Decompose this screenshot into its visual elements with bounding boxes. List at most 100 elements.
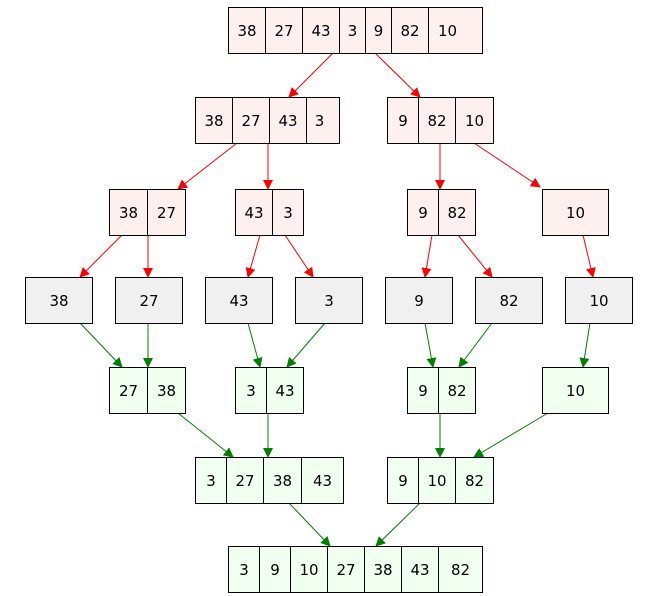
array-node-l4: 3 <box>295 277 363 324</box>
array-cell-value: 82 <box>465 472 484 490</box>
array-node-box <box>407 189 476 236</box>
array-cell-value: 27 <box>139 292 158 310</box>
array-cell-value: 27 <box>235 472 254 490</box>
array-cell-value: 10 <box>566 382 585 400</box>
array-node-s1a: 38 27 43 3 <box>195 97 340 144</box>
array-cell-value: 10 <box>438 22 457 40</box>
array-node-box <box>228 546 483 593</box>
array-cell-value: 27 <box>157 204 176 222</box>
array-cell-value: 43 <box>278 112 297 130</box>
array-cell-value: 3 <box>283 204 293 222</box>
array-cell-value: 82 <box>499 292 518 310</box>
array-node-box <box>475 277 543 324</box>
split-arrow-root-to-s1a <box>288 52 334 98</box>
array-cell-value: 9 <box>374 22 384 40</box>
array-node-box <box>385 277 453 324</box>
array-cell-value: 27 <box>274 22 293 40</box>
array-cell-value: 3 <box>348 22 358 40</box>
array-cell-value: 27 <box>119 382 138 400</box>
array-cell-value: 3 <box>206 472 216 490</box>
split-arrow-s2d-to-l7 <box>582 234 596 278</box>
array-node-l2: 27 <box>115 277 183 324</box>
array-cell-value: 38 <box>157 382 176 400</box>
array-node-box <box>295 277 363 324</box>
array-node-m2b: 9 10 82 <box>387 457 494 504</box>
array-cell-value: 43 <box>229 292 248 310</box>
array-node-box <box>115 277 183 324</box>
merge-arrow-m1a-to-m2a <box>177 412 234 458</box>
array-node-l1: 38 <box>25 277 93 324</box>
array-cell-value: 38 <box>119 204 138 222</box>
merge-arrow-l6-to-m1c <box>458 322 493 368</box>
array-node-box <box>542 189 609 236</box>
array-node-l7: 10 <box>565 277 633 324</box>
merge-arrow-l7-to-m1d <box>579 322 591 368</box>
split-arrow-s2a-to-l1 <box>79 234 123 278</box>
merge-arrow-m1d-to-m2b <box>473 412 549 458</box>
array-node-box <box>235 367 304 414</box>
array-node-box <box>195 457 344 504</box>
array-node-s1b: 9 82 10 <box>387 97 494 144</box>
array-cell-value: 43 <box>311 22 330 40</box>
array-cell-value: 43 <box>275 382 294 400</box>
split-arrow-s2c-to-l6 <box>457 234 493 278</box>
array-cell-value: 82 <box>400 22 419 40</box>
array-node-box <box>25 277 93 324</box>
array-cell-value: 43 <box>244 204 263 222</box>
merge-arrow-l1-to-m1a <box>79 322 123 368</box>
array-cell-value: 9 <box>398 112 408 130</box>
edges-layer <box>79 52 596 547</box>
array-node-s2b: 43 3 <box>235 189 304 236</box>
array-cell-value: 9 <box>414 292 424 310</box>
merge-arrow-m2a-to-result <box>288 502 331 547</box>
array-node-box <box>387 457 494 504</box>
array-cell-value: 38 <box>237 22 256 40</box>
array-cell-value: 27 <box>336 561 355 579</box>
array-cell-value: 38 <box>373 561 392 579</box>
array-node-box <box>565 277 633 324</box>
array-cell-value: 10 <box>299 561 318 579</box>
array-cell-value: 38 <box>49 292 68 310</box>
array-cell-value: 38 <box>204 112 223 130</box>
array-cell-value: 27 <box>241 112 260 130</box>
array-node-box <box>228 7 483 54</box>
array-cell-value: 10 <box>427 472 446 490</box>
array-cell-value: 38 <box>273 472 292 490</box>
array-node-l6: 82 <box>475 277 543 324</box>
array-node-box <box>542 367 609 414</box>
array-node-box <box>235 189 304 236</box>
array-cell-value: 10 <box>589 292 608 310</box>
array-cell-value: 9 <box>418 382 428 400</box>
array-cell-value: 82 <box>451 561 470 579</box>
array-node-box <box>407 367 476 414</box>
array-node-s2d: 10 <box>542 189 609 236</box>
array-node-l5: 9 <box>385 277 453 324</box>
array-cell-value: 3 <box>324 292 334 310</box>
array-cell-value: 10 <box>465 112 484 130</box>
merge-arrow-l4-to-m1b <box>286 322 326 368</box>
array-node-box <box>205 277 273 324</box>
array-cell-value: 9 <box>398 472 408 490</box>
split-arrow-root-to-s1b <box>374 52 421 98</box>
array-node-s2a: 38 27 <box>109 189 186 236</box>
split-arrow-s2c-to-l5 <box>421 234 433 278</box>
split-arrow-s1b-to-s2d <box>473 142 541 188</box>
merge-arrow-l3-to-m1b <box>247 322 263 368</box>
array-cell-value: 82 <box>427 112 446 130</box>
split-arrow-s1a-to-s2a <box>177 142 238 190</box>
array-node-m1d: 10 <box>542 367 609 414</box>
array-node-l3: 43 <box>205 277 273 324</box>
array-node-box <box>195 97 340 144</box>
array-cell-value: 3 <box>239 561 249 579</box>
array-cell-value: 3 <box>315 112 325 130</box>
array-cell-value: 43 <box>410 561 429 579</box>
split-arrow-s2b-to-l4 <box>284 234 314 278</box>
